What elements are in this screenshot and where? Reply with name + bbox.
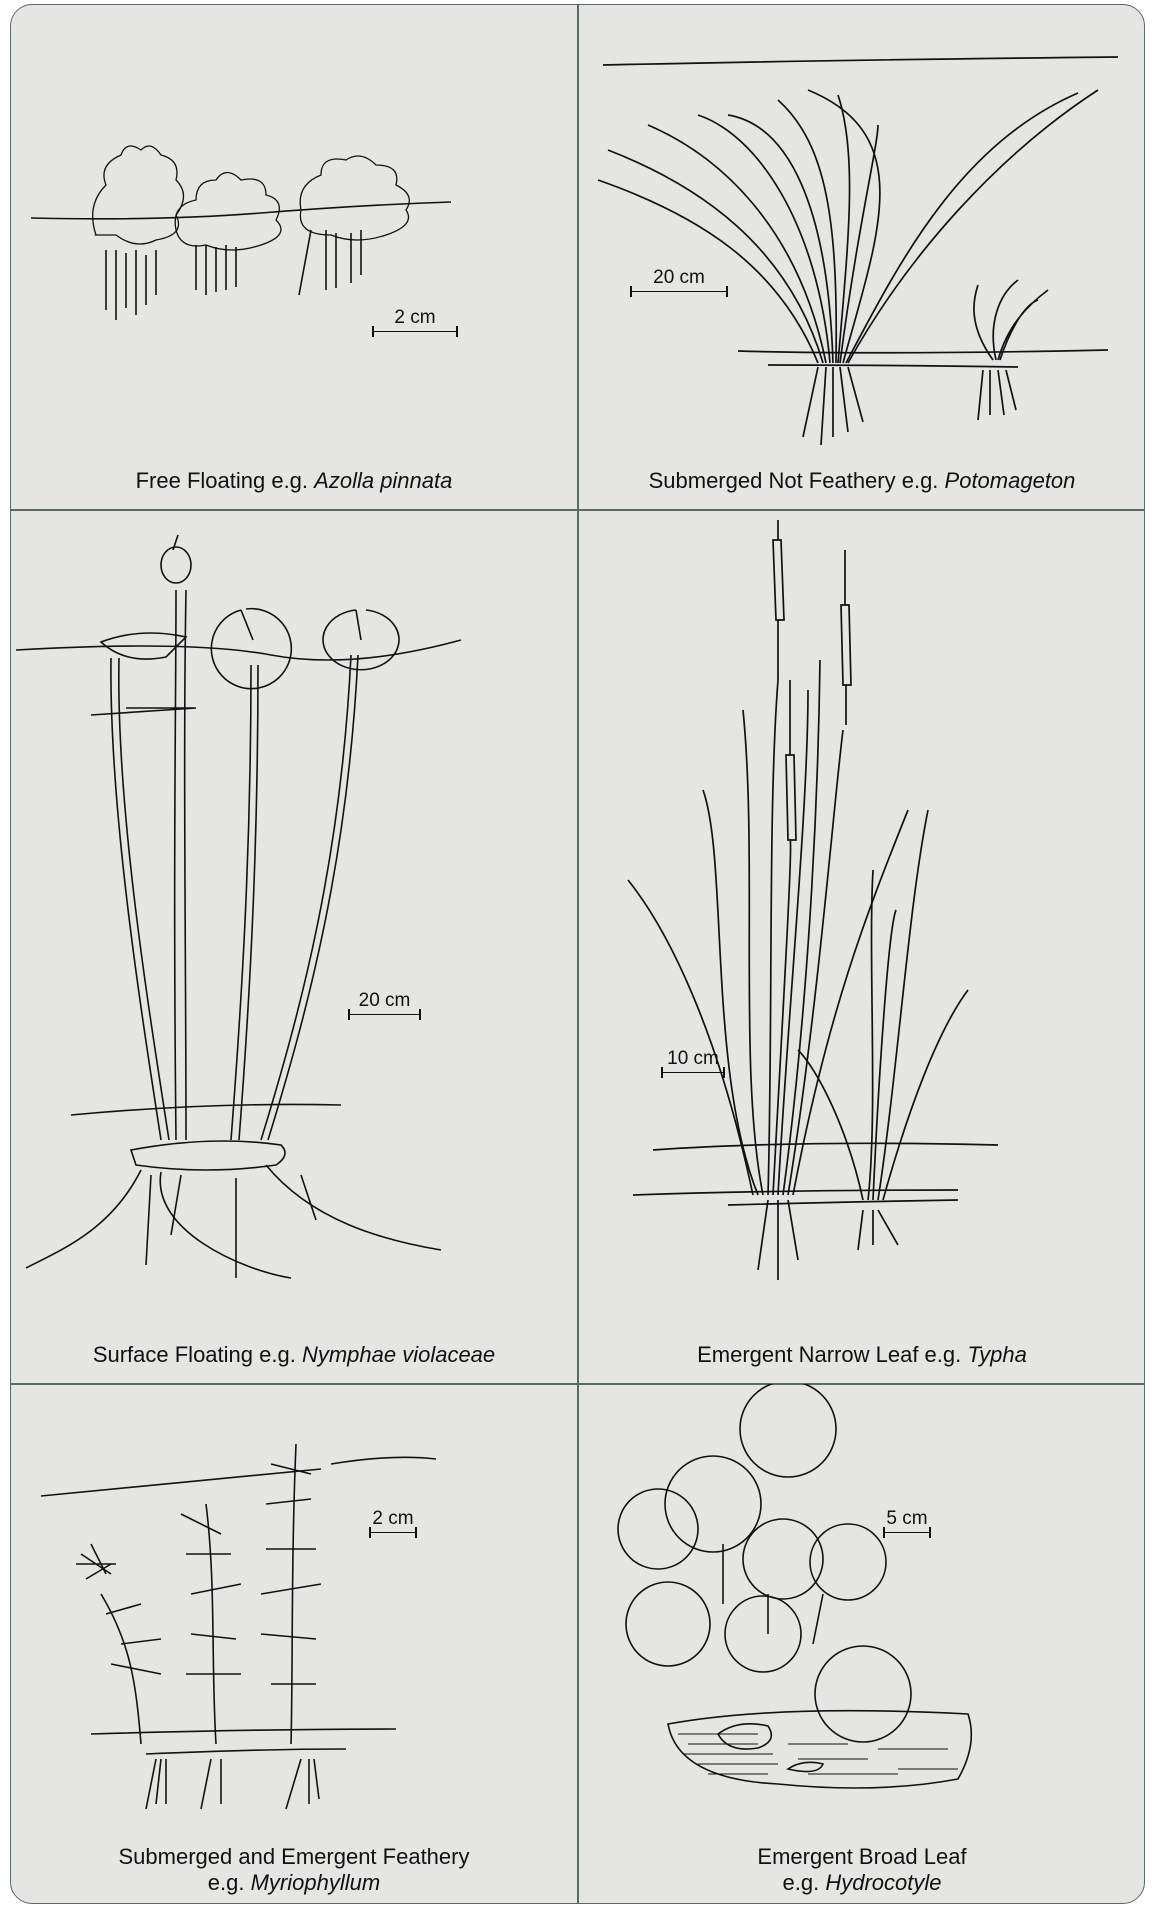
leaf-3 [743,1519,823,1599]
leaf-5 [626,1582,710,1666]
leaf-8 [815,1646,911,1742]
scale-bar: 10 cm [661,1048,725,1073]
scale-bar: 5 cm [883,1508,931,1533]
panel-submerged-not-feathery: 20 cm Submerged Not Feathery e.g. Potoma… [578,5,1145,509]
caption: Submerged Not Feathery e.g. Potomageton [578,468,1145,494]
caption: Surface Floating e.g. Nymphae violaceae [11,1342,577,1368]
scale-bar: 20 cm [630,267,728,292]
myriophyllum-stem-2 [206,1504,216,1744]
water-hatching [678,1734,958,1774]
leaf-1 [740,1384,836,1477]
leaf-2 [665,1456,761,1552]
azolla-plant-3 [299,156,409,295]
caption-species: Myriophyllum [251,1870,381,1895]
caption: Emergent Narrow Leaf e.g. Typha [578,1342,1145,1368]
scale-label: 20 cm [653,267,705,288]
panel-submerged-emergent-feathery: 2 cm Submerged and Emergent Feathery e.g… [11,1384,577,1904]
figure-frame: 2 cm Free Floating e.g. Azolla pinnata [10,4,1145,1904]
panel-emergent-narrow-leaf: 10 cm Emergent Narrow Leaf e.g. Typha [578,510,1145,1383]
caption: Submerged and Emergent Feathery e.g. Myr… [11,1844,577,1896]
scale-bar: 2 cm [369,1508,417,1533]
panel-free-floating: 2 cm Free Floating e.g. Azolla pinnata [11,5,577,509]
potamogeton-small [974,280,1048,360]
caption: Emergent Broad Leaf e.g. Hydrocotyle [578,1844,1145,1896]
leaf-7 [725,1596,801,1672]
caption-text: Emergent Broad Leaf [578,1844,1145,1870]
caption-prefix: e.g. [208,1870,251,1895]
caption-text: Submerged and Emergent Feathery [11,1844,577,1870]
potamogeton-leaves [598,90,1098,363]
caption-species: Potomageton [945,468,1076,493]
caption-text: Free Floating e.g. [136,468,315,493]
scale-bar: 20 cm [348,990,421,1015]
cattail-spike-2 [841,550,851,725]
lily-pad-2 [323,610,399,670]
potamogeton-illustration [578,5,1145,509]
caption-text: Emergent Narrow Leaf e.g. [697,1342,967,1367]
scale-bar: 2 cm [372,307,458,332]
scale-label: 5 cm [886,1508,927,1529]
caption-species: Typha [967,1342,1027,1367]
panel-surface-floating: 20 cm Surface Floating e.g. Nymphae viol… [11,510,577,1383]
caption-text: Submerged Not Feathery e.g. [649,468,945,493]
caption-species: Azolla pinnata [314,468,452,493]
caption-prefix: e.g. [783,1870,826,1895]
azolla-illustration [11,5,577,509]
leaf-4 [618,1489,698,1569]
scale-label: 20 cm [359,990,411,1011]
myriophyllum-stem-3 [291,1444,296,1744]
cattail-spike-3 [786,680,796,840]
hydrocotyle-illustration [578,1384,1145,1904]
cattail-spike-1 [773,520,784,680]
caption-text: Surface Floating e.g. [93,1342,302,1367]
leaf-6 [810,1524,886,1600]
caption-species: Nymphae violaceae [302,1342,495,1367]
typha-illustration [578,510,1145,1383]
panel-emergent-broad-leaf: 5 cm Emergent Broad Leaf e.g. Hydrocotyl… [578,1384,1145,1904]
scale-label: 10 cm [667,1048,719,1069]
lily-flower [161,535,191,583]
azolla-plant-2 [175,173,281,296]
scale-label: 2 cm [372,1508,413,1529]
nymphaea-illustration [11,510,577,1383]
azolla-plant-1 [93,146,184,320]
caption-species: Hydrocotyle [825,1870,941,1895]
scale-label: 2 cm [394,307,435,328]
myriophyllum-illustration [11,1384,577,1904]
caption: Free Floating e.g. Azolla pinnata [11,468,577,494]
